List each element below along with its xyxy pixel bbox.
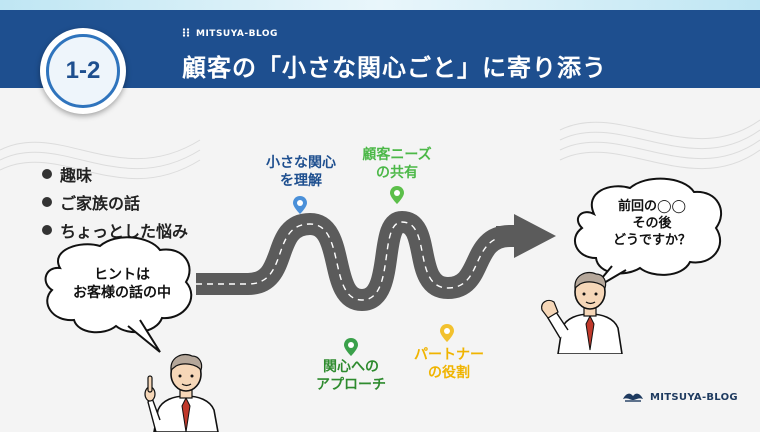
bullet-dot bbox=[42, 197, 52, 207]
businessman-presenting-illustration bbox=[541, 271, 623, 354]
map-pin-icon bbox=[293, 196, 307, 214]
footer-brand: MITSUYA-BLOG bbox=[622, 390, 738, 404]
map-pin-icon bbox=[390, 186, 404, 204]
header-bar: MITSUYA-BLOG 顧客の「小さな関心ごと」に寄り添う bbox=[0, 10, 760, 88]
question-line: どうですか？ bbox=[612, 233, 691, 248]
businessman-pointing-illustration bbox=[144, 353, 219, 432]
hint-bubble bbox=[44, 236, 193, 334]
hint-bubble-tail bbox=[127, 319, 161, 353]
bullet-dot bbox=[42, 169, 52, 179]
question-line: その後 bbox=[632, 216, 672, 231]
milestone-line: 顧客ニーズ bbox=[362, 147, 432, 163]
bullet-item: ご家族の話 bbox=[42, 188, 188, 216]
header-brand: MITSUYA-BLOG bbox=[182, 28, 278, 39]
map-pin-icon bbox=[344, 338, 358, 356]
bullet-text: ご家族の話 bbox=[60, 194, 141, 213]
bullet-list: 趣味 ご家族の話 ちょっとした悩み bbox=[42, 160, 188, 244]
hint-bubble-text: ヒントは お客様の話の中 bbox=[58, 266, 186, 302]
section-badge: 1-2 bbox=[40, 28, 126, 114]
hint-line: ヒントは bbox=[94, 267, 150, 283]
bullet-dot bbox=[42, 225, 52, 235]
menu-dots-icon bbox=[182, 28, 190, 37]
milestone-label-understand: 小さな関心 を理解 bbox=[256, 154, 346, 190]
question-bubble bbox=[574, 177, 722, 276]
milestone-line: 関心への bbox=[323, 359, 379, 375]
bullet-item: ちょっとした悩み bbox=[42, 216, 188, 244]
top-band bbox=[0, 0, 760, 10]
map-pin-icon bbox=[440, 324, 454, 342]
question-line: 前回の◯◯ bbox=[617, 199, 687, 214]
milestone-line: パートナー bbox=[414, 347, 484, 363]
milestone-line: を理解 bbox=[280, 173, 322, 189]
hat-logo-icon bbox=[623, 393, 643, 402]
milestone-line: の共有 bbox=[376, 165, 418, 181]
milestone-line: 小さな関心 bbox=[266, 155, 336, 171]
milestone-label-needs: 顧客ニーズ の共有 bbox=[352, 146, 442, 182]
bullet-text: 趣味 bbox=[60, 166, 93, 185]
road-arrow-head bbox=[496, 214, 556, 258]
page-title: 顧客の「小さな関心ごと」に寄り添う bbox=[182, 54, 607, 82]
bullet-item: 趣味 bbox=[42, 160, 188, 188]
footer-brand-text: MITSUYA-BLOG bbox=[650, 391, 738, 403]
milestone-label-approach: 関心への アプローチ bbox=[304, 358, 398, 394]
header-brand-text: MITSUYA-BLOG bbox=[196, 29, 278, 39]
road-center-line bbox=[196, 221, 520, 301]
hint-line: お客様の話の中 bbox=[73, 285, 171, 301]
milestone-line: の役割 bbox=[428, 365, 470, 381]
question-bubble-text: 前回の◯◯ その後 どうですか？ bbox=[592, 198, 712, 249]
bullet-text: ちょっとした悩み bbox=[60, 222, 189, 241]
milestone-line: アプローチ bbox=[316, 377, 386, 393]
section-number: 1-2 bbox=[46, 34, 120, 108]
milestone-label-partner: パートナー の役割 bbox=[404, 346, 494, 382]
